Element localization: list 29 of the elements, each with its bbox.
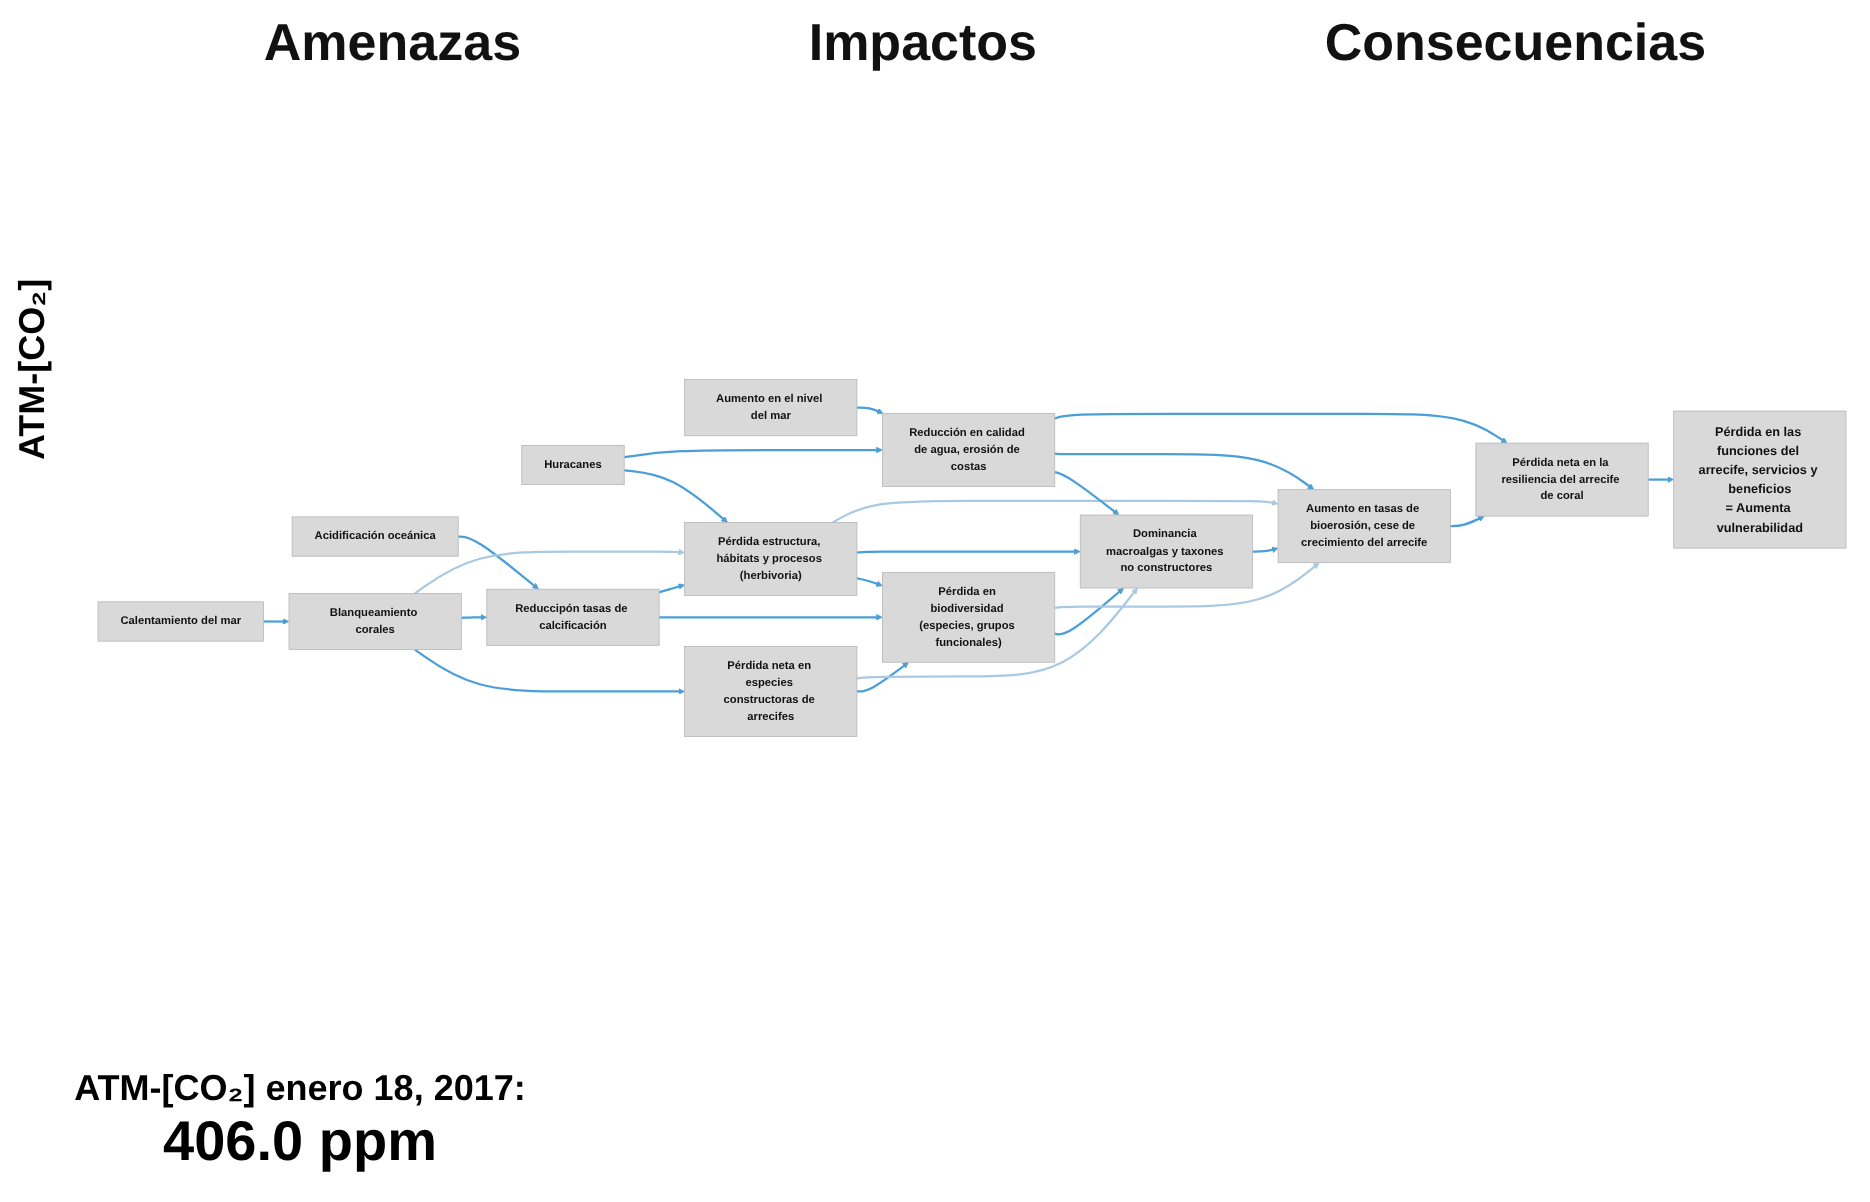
arrow (458, 535, 539, 590)
arrow (856, 548, 1081, 555)
arrow (461, 614, 488, 621)
arrow (658, 583, 685, 594)
arrow (414, 548, 685, 595)
arrow (659, 614, 883, 621)
arrow (414, 648, 685, 695)
arrow (856, 577, 883, 587)
column-heading: Impactos (808, 12, 1037, 76)
column-heading: Consecuencias (1324, 12, 1707, 76)
axis-label: ATM-[CO₂] (12, 278, 54, 460)
arrow (856, 406, 884, 415)
arrow (1054, 471, 1120, 516)
arrow (1054, 562, 1320, 609)
arrow (832, 499, 1279, 524)
arrow (263, 618, 290, 625)
arrow (1648, 476, 1674, 483)
note-text: ATM-[CO₂] enero 18, 2017: (72, 1068, 528, 1110)
arrow (1252, 546, 1279, 553)
arrow (856, 661, 909, 693)
arrow (856, 587, 1138, 680)
arrow (1054, 452, 1315, 490)
arrow (624, 446, 883, 459)
arrow (1054, 587, 1124, 636)
arrow (624, 469, 728, 523)
arrow (1054, 412, 1508, 444)
arrow (1450, 515, 1485, 528)
column-heading: Amenazas (263, 12, 522, 76)
value-text: 406.0 ppm (161, 1110, 439, 1174)
